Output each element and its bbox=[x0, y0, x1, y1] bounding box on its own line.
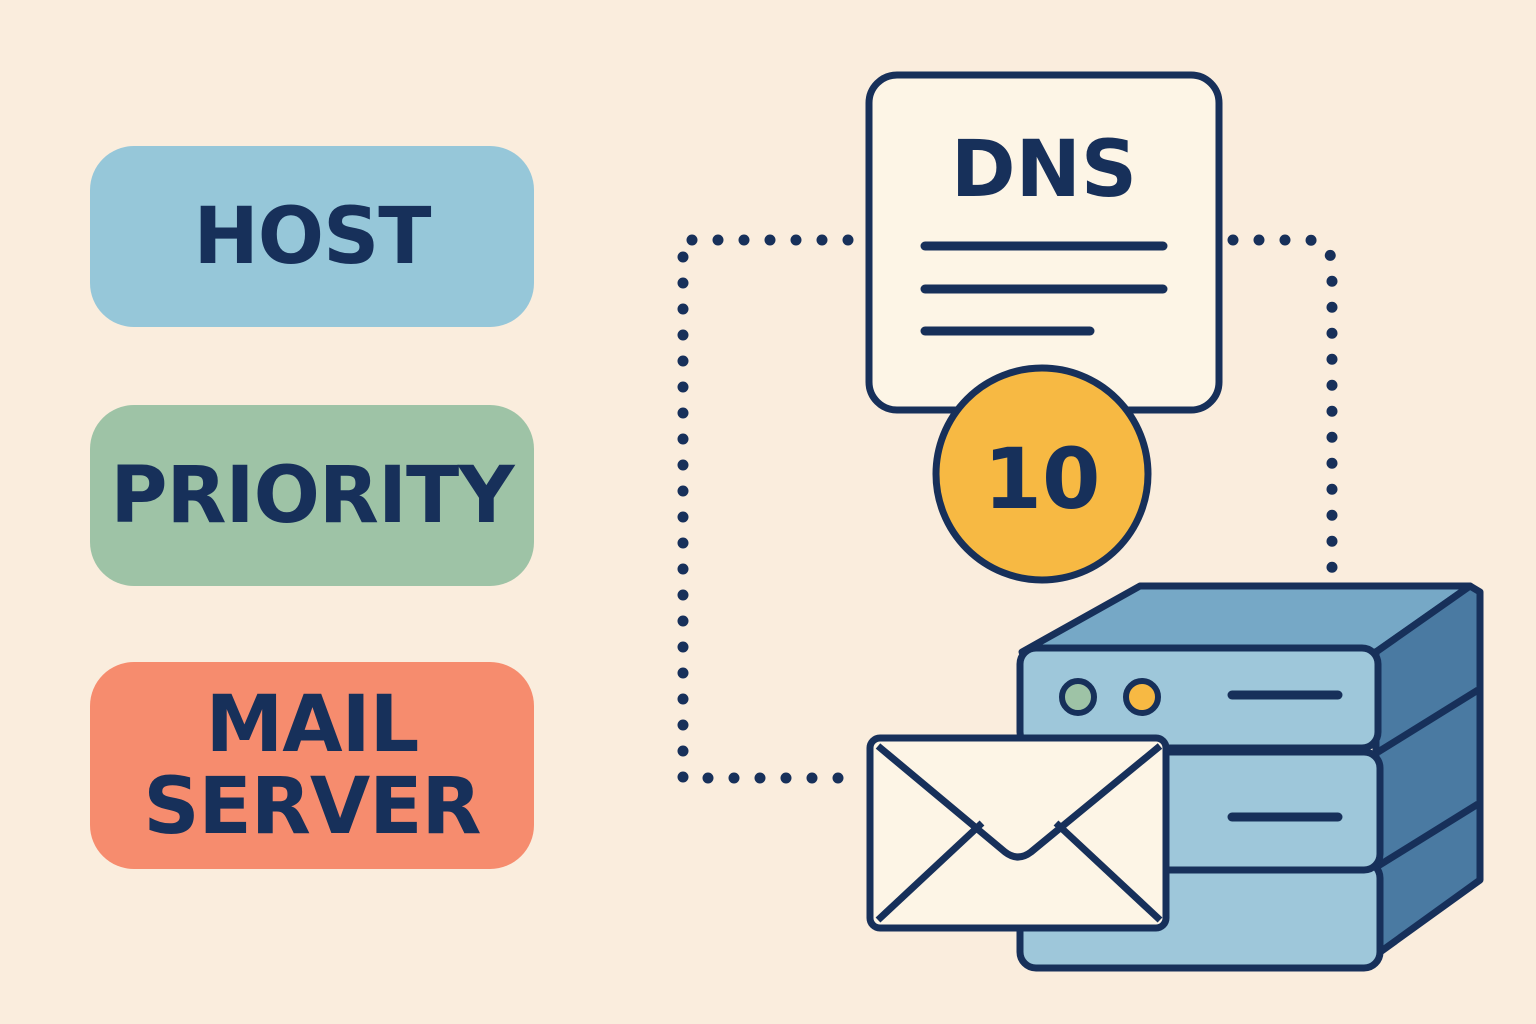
mail-server-label-line1: MAIL bbox=[205, 679, 420, 770]
mail-server-label: MAIL SERVER bbox=[90, 662, 534, 869]
envelope-icon bbox=[866, 734, 1170, 932]
server-unit-top bbox=[1016, 644, 1382, 752]
server-status-light-green bbox=[1059, 678, 1097, 716]
priority-badge: 10 bbox=[932, 364, 1152, 584]
dns-title: DNS bbox=[951, 125, 1137, 215]
server-status-light-yellow bbox=[1123, 678, 1161, 716]
host-label: HOST bbox=[90, 146, 534, 327]
dotted-connector-left bbox=[677, 234, 870, 784]
mail-server-label-line2: SERVER bbox=[143, 761, 481, 852]
host-label-text: HOST bbox=[193, 191, 432, 282]
dns-document-icon: DNS bbox=[865, 71, 1223, 414]
priority-label-text: PRIORITY bbox=[110, 450, 514, 541]
priority-label: PRIORITY bbox=[90, 405, 534, 586]
dotted-connector-right bbox=[1227, 234, 1338, 582]
priority-value: 10 bbox=[984, 430, 1101, 528]
